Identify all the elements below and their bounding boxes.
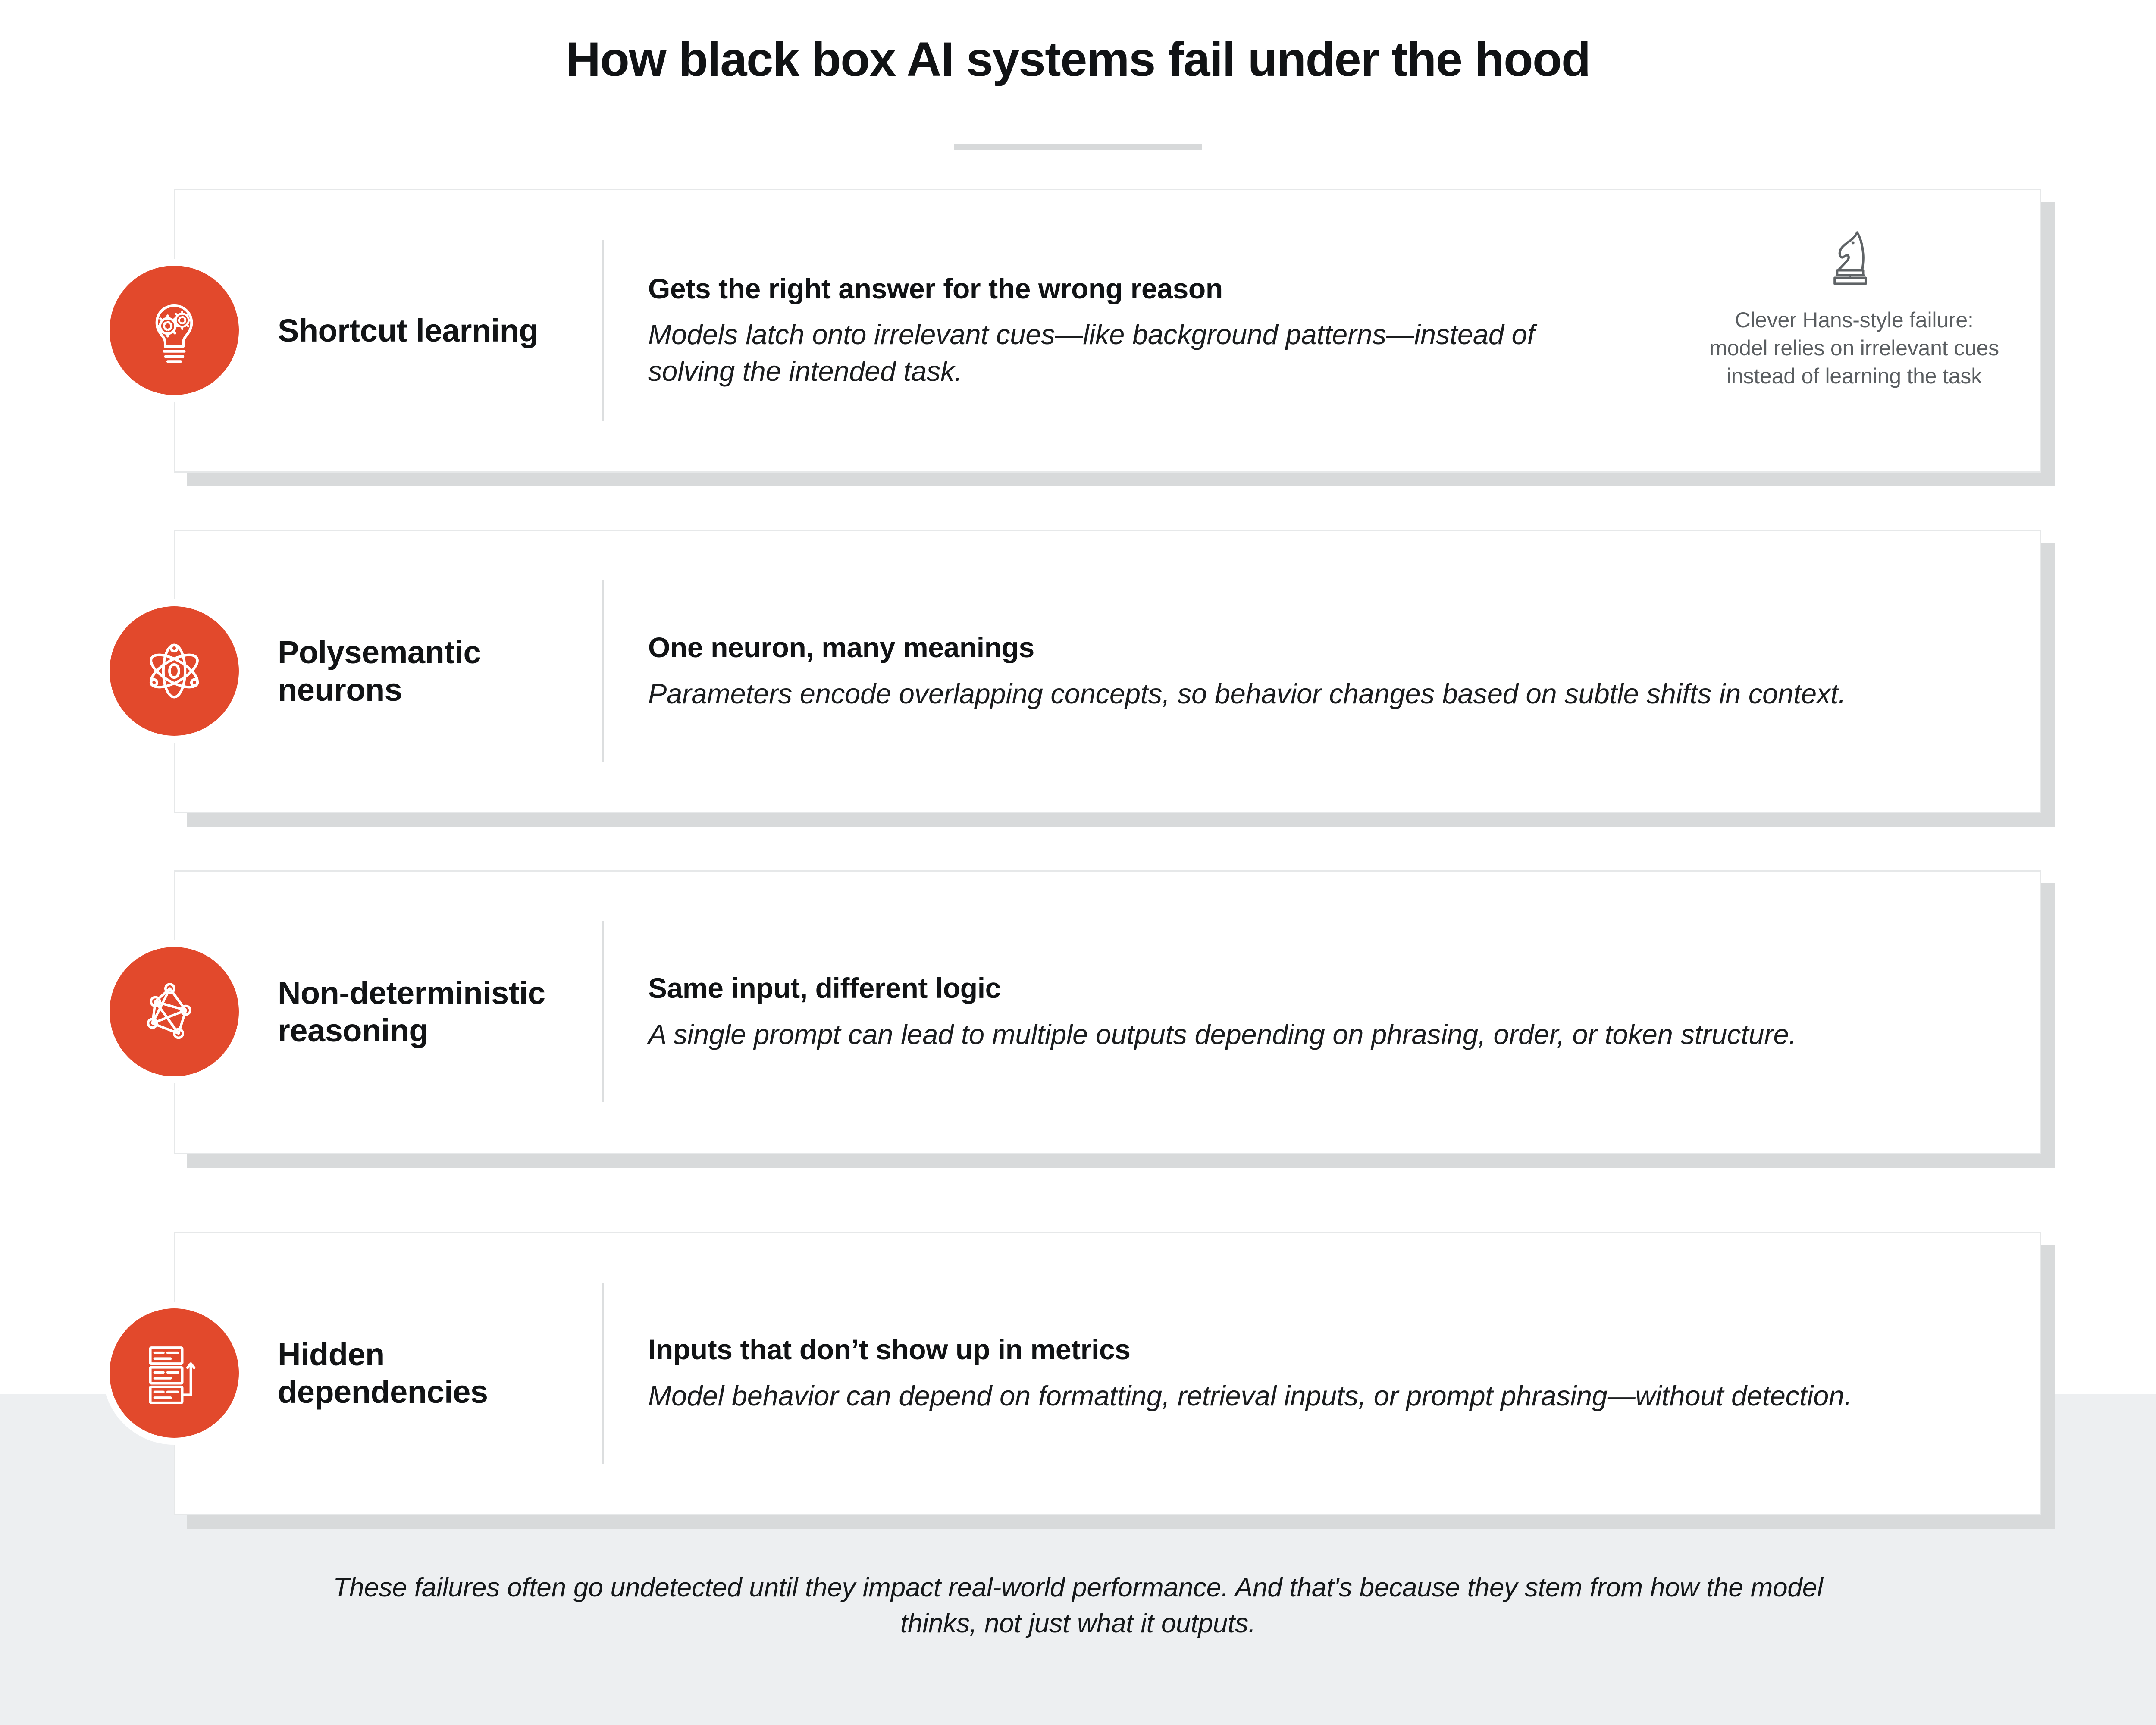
card-description: Model behavior can depend on formatting,…: [648, 1380, 1852, 1411]
annotation-text: Clever Hans-style failure: model relies …: [1709, 308, 1999, 388]
footer-caption: These failures often go undetected until…: [333, 1573, 1823, 1639]
card-label: Non-deterministic reasoning: [278, 870, 597, 1154]
card-annotation: Clever Hans-style failure: model relies …: [1703, 223, 2005, 390]
card-vertical-divider: [602, 1283, 604, 1464]
card-heading: Inputs that don’t show up in metrics: [648, 1333, 1131, 1365]
card-vertical-divider: [602, 240, 604, 421]
page-title: How black box AI systems fail under the …: [566, 32, 1591, 86]
stacked-records-icon: [110, 1308, 239, 1438]
title-divider-rule: [954, 144, 1202, 150]
card-heading: One neuron, many meanings: [648, 631, 1034, 663]
card-vertical-divider: [602, 580, 604, 762]
card-label-text: Hidden dependencies: [278, 1336, 488, 1410]
card-label-text: Shortcut learning: [278, 312, 539, 348]
failure-card: Polysemantic neurons One neuron, many me…: [110, 530, 2055, 827]
card-label-text: Non-deterministic reasoning: [278, 975, 545, 1048]
card-surface: [174, 189, 2041, 473]
card-vertical-divider: [602, 921, 604, 1102]
lightbulb-gears-icon: [110, 266, 239, 395]
card-label-text: Polysemantic neurons: [278, 634, 481, 708]
card-description: Parameters encode overlapping concepts, …: [648, 677, 1846, 709]
card-body: Gets the right answer for the wrong reas…: [648, 189, 1597, 473]
card-label: Polysemantic neurons: [278, 530, 597, 813]
failure-card: Shortcut learning Gets the right answer …: [110, 189, 2055, 486]
card-surface: [174, 870, 2041, 1154]
chess-knight-icon: [1703, 223, 2005, 300]
card-body: Same input, different logic A single pro…: [648, 870, 1924, 1154]
card-surface: [174, 530, 2041, 813]
atom-icon: [110, 606, 239, 736]
card-description: A single prompt can lead to multiple out…: [648, 1018, 1797, 1050]
card-body: Inputs that don’t show up in metrics Mod…: [648, 1232, 1924, 1515]
card-label: Shortcut learning: [278, 189, 597, 473]
card-description: Models latch onto irrelevant cues—like b…: [648, 319, 1535, 387]
network-graph-icon: [110, 947, 239, 1076]
card-body: One neuron, many meanings Parameters enc…: [648, 530, 1924, 813]
card-label: Hidden dependencies: [278, 1232, 597, 1515]
card-heading: Gets the right answer for the wrong reas…: [648, 272, 1223, 304]
failure-card: Non-deterministic reasoning Same input, …: [110, 870, 2055, 1168]
failure-card: Hidden dependencies Inputs that don’t sh…: [110, 1232, 2055, 1529]
card-heading: Same input, different logic: [648, 972, 1001, 1004]
card-surface: [174, 1232, 2041, 1515]
